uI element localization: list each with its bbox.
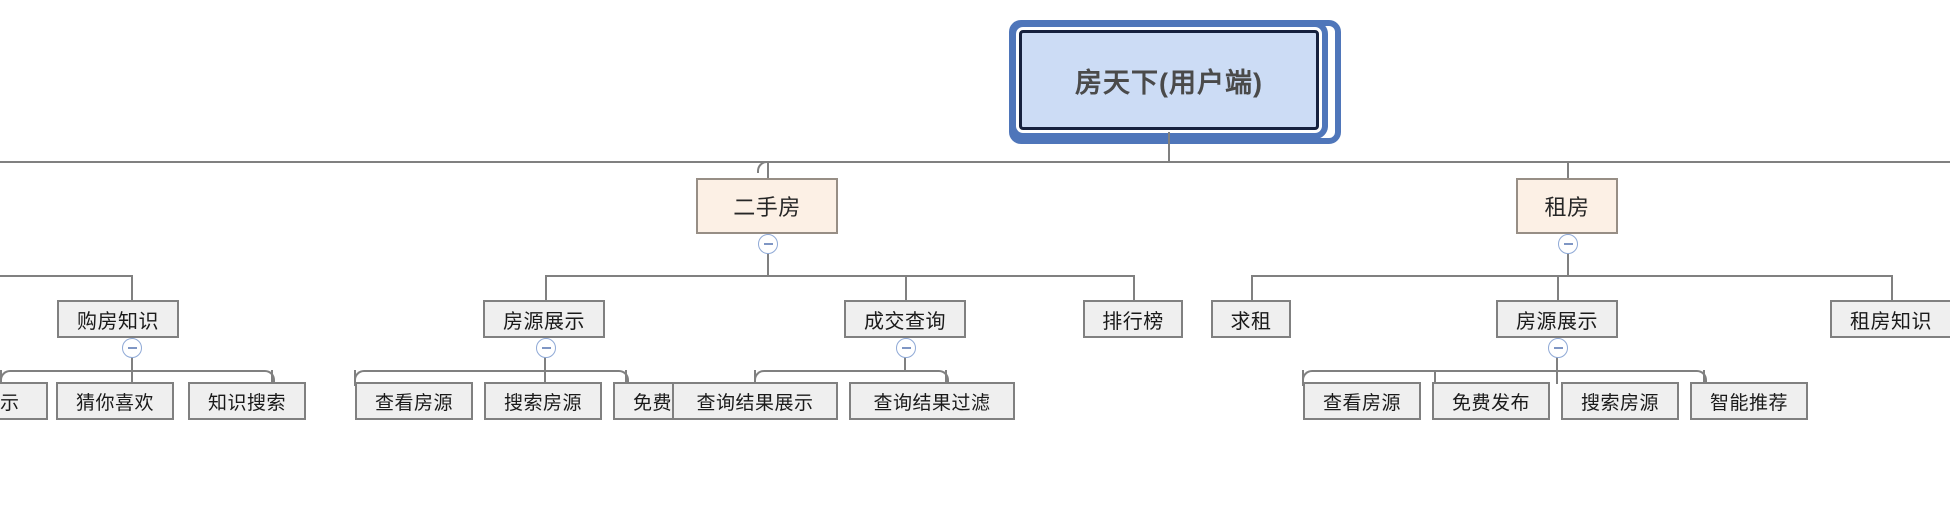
connector-stem-ershoufang <box>767 254 769 276</box>
connector-stem-fangyuan-esf <box>544 357 546 371</box>
root-node[interactable]: 房天下(用户端) <box>1010 21 1328 139</box>
connector-bus-gouzhi <box>20 370 264 372</box>
collapse-toggle-fangyuan-zf[interactable] <box>1548 338 1568 358</box>
connector-elbow-gouzhi-right <box>251 370 275 386</box>
leaf-fyzf-0[interactable]: 查看房源 <box>1303 382 1421 420</box>
node-ershoufang-label: 二手房 <box>733 195 801 220</box>
connector-root-bus <box>0 161 1950 163</box>
connector-bus-zufang <box>1251 275 1893 277</box>
leaf-chengjiao-1-label: 查询结果过滤 <box>873 392 991 414</box>
connector-drop-qiuzu <box>1251 275 1253 302</box>
connector-drop-fyzf-c2 <box>1556 370 1558 384</box>
leaf-chengjiao-0[interactable]: 查询结果展示 <box>672 382 838 420</box>
leaf-gouzhi-1[interactable]: 猜你喜欢 <box>56 382 174 420</box>
connector-drop-fangyuan-esf <box>545 275 547 302</box>
connector-drop-zufang <box>1567 161 1569 194</box>
node-paihang[interactable]: 排行榜 <box>1083 300 1183 338</box>
connector-bus-fangyuan-esf <box>374 370 618 372</box>
node-zuzhi[interactable]: 租房知识 <box>1830 300 1950 338</box>
leaf-gouzhi-2-label: 知识搜索 <box>207 392 286 414</box>
node-zufang[interactable]: 租房 <box>1516 178 1618 234</box>
connector-bus-fangyuan-zf <box>1322 370 1696 372</box>
connector-drop-fyesf-c1 <box>544 370 546 384</box>
connector-drop-gouzhi <box>131 275 133 302</box>
connector-elbow-fyzf-right <box>1683 370 1707 386</box>
connector-drop-zuzhi <box>1891 275 1893 302</box>
connector-bus-ershoufang <box>545 275 1135 277</box>
collapse-toggle-chengjiao[interactable] <box>896 338 916 358</box>
connector-drop-fyzf-c1 <box>1434 370 1436 384</box>
minus-icon <box>1553 347 1563 349</box>
connector-root-stem <box>1168 132 1170 162</box>
connector-drop-paihang <box>1133 275 1135 302</box>
collapse-toggle-zufang[interactable] <box>1558 234 1578 254</box>
leaf-chengjiao-1[interactable]: 查询结果过滤 <box>849 382 1015 420</box>
node-gouzhi[interactable]: 购房知识 <box>57 300 179 338</box>
connector-stem-chengjiao <box>904 357 906 371</box>
leaf-fyzf-1[interactable]: 免费发布 <box>1432 382 1550 420</box>
connector-drop-gouzhi-c1 <box>131 370 133 384</box>
connector-drop-fyzf-c0 <box>1302 370 1304 384</box>
node-zuzhi-label: 租房知识 <box>1850 310 1932 333</box>
collapse-toggle-ershoufang[interactable] <box>758 234 778 254</box>
connector-drop-cj-c1 <box>945 370 947 384</box>
node-gouzhi-label: 购房知识 <box>77 310 159 333</box>
minus-icon <box>127 347 137 349</box>
root-node-label: 房天下(用户端) <box>1075 67 1263 98</box>
connector-drop-fangyuan-zf <box>1557 275 1559 302</box>
node-fangyuan-esf-label: 房源展示 <box>503 310 585 333</box>
minus-icon <box>541 347 551 349</box>
leaf-gouzhi-2[interactable]: 知识搜索 <box>188 382 306 420</box>
node-zufang-label: 租房 <box>1544 195 1590 220</box>
node-chengjiao-label: 成交查询 <box>864 310 946 333</box>
leaf-chengjiao-0-label: 查询结果展示 <box>696 392 814 414</box>
connector-bus-offscreen-left <box>0 275 132 277</box>
leaf-fyzf-1-label: 免费发布 <box>1451 392 1530 414</box>
collapse-toggle-fangyuan-esf[interactable] <box>536 338 556 358</box>
leaf-fyzf-2[interactable]: 搜索房源 <box>1561 382 1679 420</box>
leaf-fyzf-3[interactable]: 智能推荐 <box>1690 382 1808 420</box>
node-chengjiao[interactable]: 成交查询 <box>844 300 966 338</box>
minus-icon <box>763 243 773 245</box>
node-paihang-label: 排行榜 <box>1102 310 1164 333</box>
connector-stem-gouzhi <box>131 357 133 371</box>
leaf-fyesf-0[interactable]: 查看房源 <box>355 382 473 420</box>
leaf-fyzf-2-label: 搜索房源 <box>1580 392 1659 414</box>
minus-icon <box>1563 243 1573 245</box>
connector-drop-cj-c0 <box>754 370 756 384</box>
connector-elbow-fyesf-right <box>605 370 629 386</box>
connector-elbow-ershoufang <box>757 161 769 173</box>
leaf-gouzhi-0-label: 展示 <box>0 392 20 414</box>
connector-stem-zufang <box>1567 254 1569 276</box>
connector-drop-chengjiao <box>905 275 907 302</box>
node-fangyuan-zf[interactable]: 房源展示 <box>1496 300 1618 338</box>
node-fangyuan-esf[interactable]: 房源展示 <box>483 300 605 338</box>
collapse-toggle-gouzhi[interactable] <box>122 338 142 358</box>
minus-icon <box>901 347 911 349</box>
node-fangyuan-zf-label: 房源展示 <box>1516 310 1598 333</box>
leaf-fyesf-0-label: 查看房源 <box>374 392 453 414</box>
connector-stem-fangyuan-zf <box>1556 357 1558 371</box>
leaf-fyesf-1-label: 搜索房源 <box>503 392 582 414</box>
leaf-fyesf-1[interactable]: 搜索房源 <box>484 382 602 420</box>
connector-drop-fyzf-c3 <box>1703 370 1705 384</box>
leaf-gouzhi-1-label: 猜你喜欢 <box>75 392 154 414</box>
connector-bus-chengjiao <box>774 370 938 372</box>
node-qiuzu-label: 求租 <box>1230 310 1272 333</box>
leaf-fyzf-3-label: 智能推荐 <box>1709 392 1788 414</box>
node-ershoufang[interactable]: 二手房 <box>696 178 838 234</box>
connector-drop-gouzhi-c0 <box>0 370 2 384</box>
leaf-fyzf-0-label: 查看房源 <box>1322 392 1401 414</box>
node-qiuzu[interactable]: 求租 <box>1211 300 1291 338</box>
connector-elbow-cj-right <box>925 370 949 386</box>
connector-drop-fyesf-c0 <box>354 370 356 384</box>
connector-drop-gouzhi-c2 <box>271 370 273 384</box>
connector-drop-fyesf-c2 <box>625 370 627 384</box>
leaf-gouzhi-0[interactable]: 展示 <box>0 382 48 420</box>
connector-drop-ershoufang <box>767 161 769 194</box>
